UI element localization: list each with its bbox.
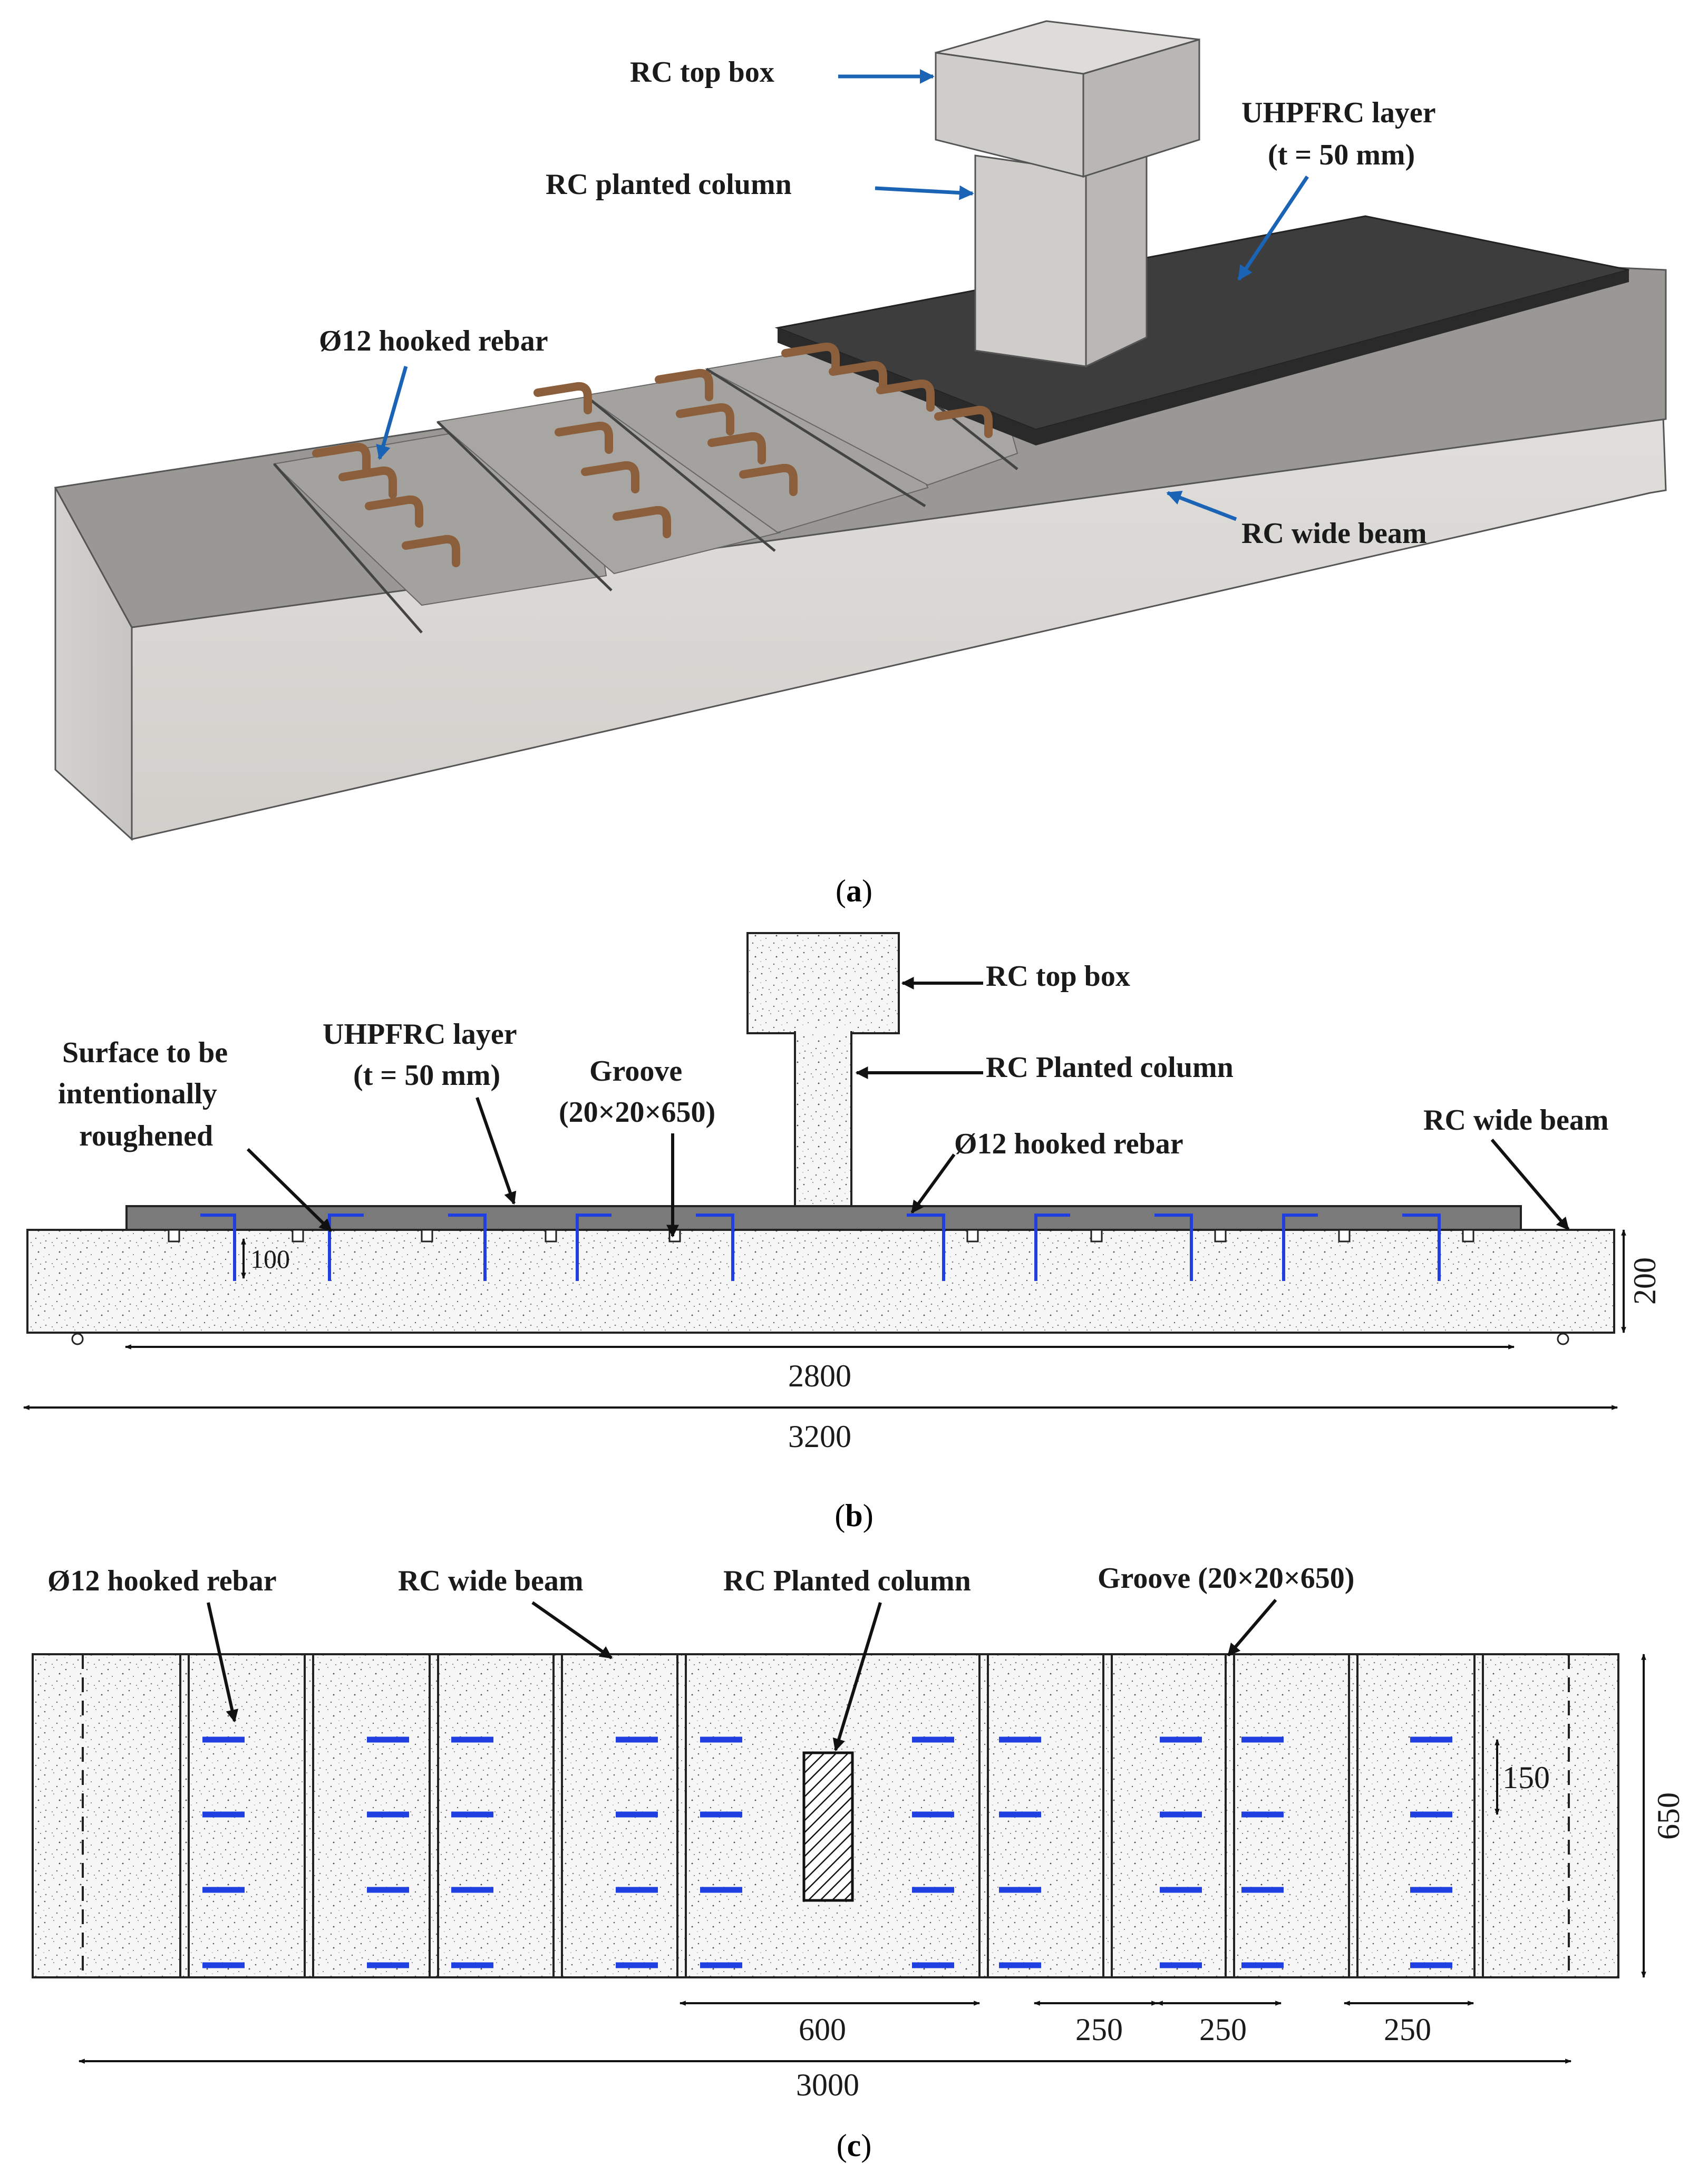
label-a-uhpfrc-1: UHPFRC layer — [1241, 96, 1436, 129]
label-c-groove: Groove (20×20×650) — [1098, 1562, 1354, 1595]
panel-a-3d-view: RC top box RC planted column UHPFRC laye… — [54, 20, 1667, 908]
b-wide-beam — [26, 1229, 1615, 1334]
arrow-c-wide-beam — [531, 1601, 613, 1659]
arrow-c-groove — [1227, 1599, 1277, 1656]
label-b-uhpfrc-1: UHPFRC layer — [323, 1018, 517, 1051]
hooked-rebars-3d — [312, 342, 993, 567]
label-a-uhpfrc-2: (t = 50 mm) — [1268, 139, 1415, 171]
b-hooked-rebars — [200, 1214, 1441, 1281]
dim-b-rebar-depth: 100 — [250, 1244, 290, 1274]
label-a-top-box: RC top box — [630, 56, 774, 89]
b-uhpfrc-layer — [125, 1205, 1522, 1231]
label-b-groove-2: (20×20×650) — [559, 1096, 715, 1129]
label-b-surface-3: roughened — [79, 1120, 213, 1152]
dim-b-support-span: 2800 — [788, 1358, 851, 1393]
b-right-support — [1557, 1333, 1569, 1345]
dim-c-central-segment: 600 — [799, 2012, 846, 2047]
label-c-wide-beam: RC wide beam — [398, 1565, 584, 1597]
label-a-planted-column: RC planted column — [546, 168, 792, 201]
label-b-planted-column: RC Planted column — [986, 1051, 1234, 1084]
label-b-hooked-rebar: Ø12 hooked rebar — [954, 1128, 1183, 1160]
b-planted-column — [794, 1031, 852, 1208]
top-box-front — [935, 52, 1084, 178]
c-grooves — [179, 1654, 1484, 1977]
arrow-b-uhpfrc — [475, 1097, 517, 1205]
b-left-support — [71, 1333, 84, 1345]
grooves-3d — [273, 347, 1018, 634]
label-b-surface-2: intentionally — [58, 1078, 217, 1110]
panel-b-elevation: RC top box RC Planted column Surface to … — [23, 932, 1662, 1533]
caption-c: (c) — [837, 2128, 872, 2163]
label-b-top-box: RC top box — [986, 960, 1130, 993]
dim-b-beam-height: 200 — [1627, 1257, 1662, 1305]
arrow-a-hooked-rebar — [376, 366, 408, 460]
arrow-a-planted-column — [875, 185, 974, 200]
panel-c-plan: Ø12 hooked rebar RC wide beam RC Planted… — [32, 1562, 1686, 2163]
c-planted-column-section — [802, 1751, 854, 1902]
b-column-joint-mask — [796, 1029, 850, 1034]
arrow-b-wide-beam — [1490, 1139, 1570, 1230]
dim-c-width: 650 — [1651, 1792, 1686, 1840]
label-c-planted-column: RC Planted column — [723, 1565, 971, 1597]
label-b-groove-1: Groove — [589, 1055, 682, 1088]
dim-c-segment-3: 250 — [1384, 2012, 1431, 2047]
arrow-a-wide-beam — [1166, 490, 1237, 521]
arrow-a-uhpfrc — [1237, 176, 1309, 281]
label-b-uhpfrc-2: (t = 50 mm) — [353, 1059, 500, 1092]
c-rebars — [202, 1736, 1452, 1968]
dim-c-rebar-spacing: 150 — [1502, 1760, 1550, 1795]
planted-column-front — [974, 154, 1087, 367]
arrow-b-hooked-rebar — [910, 1153, 956, 1214]
b-grooves — [168, 1229, 1474, 1243]
caption-a: (a) — [836, 874, 872, 908]
label-c-hooked-rebar: Ø12 hooked rebar — [47, 1565, 277, 1597]
arrow-c-hooked-rebar — [207, 1602, 239, 1723]
arrow-b-surface — [246, 1148, 333, 1232]
dim-b-total-length: 3200 — [788, 1419, 851, 1454]
label-a-hooked-rebar: Ø12 hooked rebar — [319, 325, 548, 357]
top-box-side — [1082, 38, 1200, 178]
arrow-c-planted-column — [832, 1602, 882, 1752]
b-top-box — [746, 932, 900, 1034]
label-b-surface-1: Surface to be — [62, 1036, 228, 1069]
dim-c-segment-1: 250 — [1075, 2012, 1123, 2047]
label-a-wide-beam: RC wide beam — [1241, 517, 1427, 550]
dim-c-segment-2: 250 — [1199, 2012, 1247, 2047]
label-b-wide-beam: RC wide beam — [1423, 1104, 1609, 1137]
caption-b: (b) — [834, 1498, 873, 1533]
dim-c-total-length: 3000 — [796, 2068, 859, 2102]
